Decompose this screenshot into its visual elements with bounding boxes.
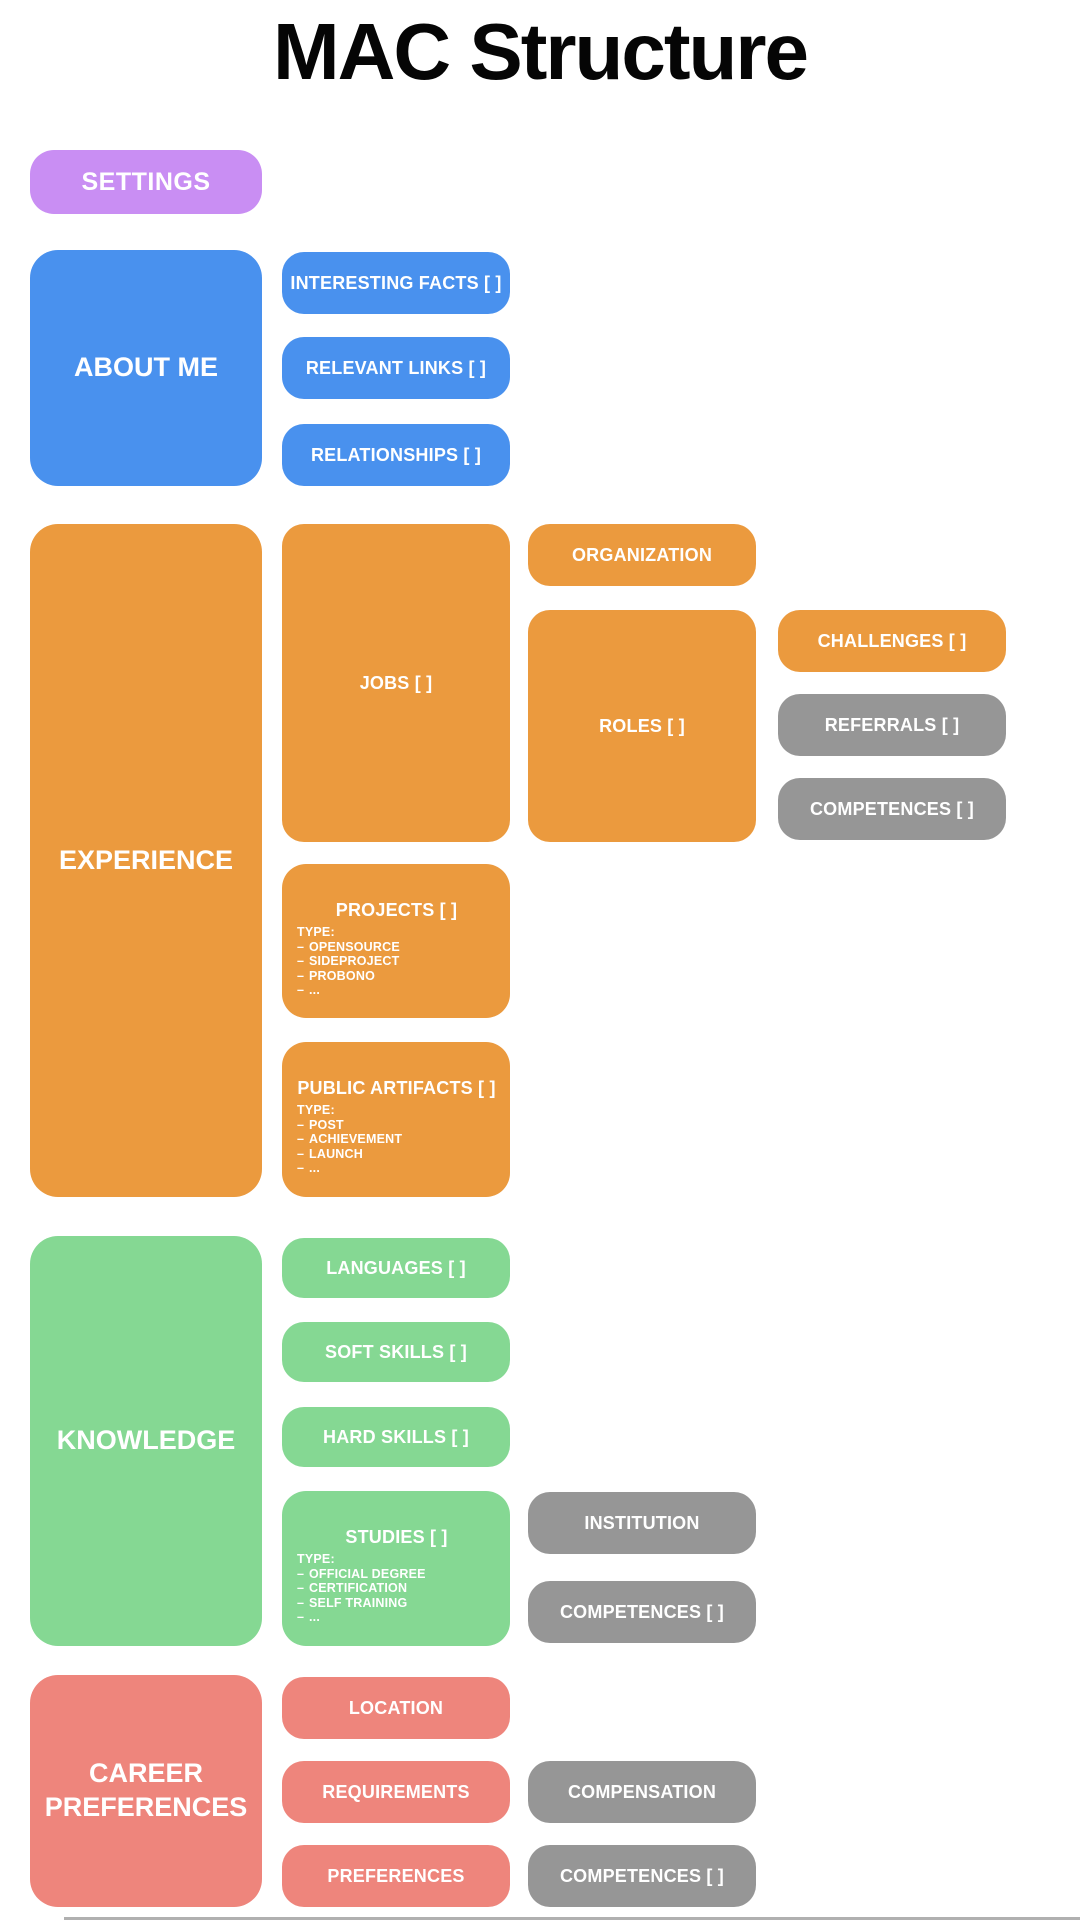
bottom-edge-strip — [64, 1917, 1080, 1920]
block-about-me: ABOUT ME — [30, 250, 262, 486]
type-heading: TYPE: — [297, 1552, 335, 1566]
type-item: –OPENSOURCE — [297, 940, 496, 955]
type-item-label: SIDEPROJECT — [309, 954, 400, 968]
dash: – — [297, 939, 305, 954]
type-item-label: ... — [309, 1161, 321, 1175]
block-settings: SETTINGS — [30, 150, 262, 214]
type-item-label: ... — [309, 983, 321, 997]
type-item-label: LAUNCH — [309, 1146, 363, 1161]
public-artifacts-type-list: TYPE: –POST –ACHIEVEMENT –LAUNCH –... — [297, 1103, 496, 1176]
block-organization: ORGANIZATION — [528, 524, 756, 586]
dash: – — [297, 1566, 305, 1581]
block-interesting-facts: INTERESTING FACTS [ ] — [282, 252, 510, 314]
type-item: –SELF TRAINING — [297, 1596, 496, 1611]
type-item: –... — [297, 1161, 496, 1176]
dash: – — [297, 1132, 305, 1146]
block-experience: EXPERIENCE — [30, 524, 262, 1197]
type-item-label: ... — [309, 1610, 321, 1624]
projects-type-list: TYPE: –OPENSOURCE –SIDEPROJECT –PROBONO … — [297, 925, 496, 998]
block-referrals: REFERRALS [ ] — [778, 694, 1006, 756]
type-item: –LAUNCH — [297, 1147, 496, 1162]
dash: – — [297, 1610, 305, 1624]
type-item-label: SELF TRAINING — [309, 1595, 408, 1610]
dash: – — [297, 1581, 305, 1595]
block-requirements: REQUIREMENTS — [282, 1761, 510, 1823]
block-projects-label: PROJECTS [ ] — [335, 900, 458, 920]
type-item: –OFFICIAL DEGREE — [297, 1567, 496, 1582]
block-jobs: JOBS [ ] — [282, 524, 510, 842]
type-item-label: CERTIFICATION — [309, 1581, 408, 1595]
block-studies-label: STUDIES [ ] — [345, 1527, 448, 1547]
dash: – — [297, 1161, 305, 1175]
block-location: LOCATION — [282, 1677, 510, 1739]
block-competences-career: COMPETENCES [ ] — [528, 1845, 756, 1907]
page-title: MAC Structure — [272, 7, 809, 96]
type-item: –... — [297, 1610, 496, 1625]
type-item: –ACHIEVEMENT — [297, 1132, 496, 1147]
block-languages: LANGUAGES [ ] — [282, 1238, 510, 1298]
type-item: –SIDEPROJECT — [297, 954, 496, 969]
block-competences-experience: COMPETENCES [ ] — [778, 778, 1006, 840]
block-relationships: RELATIONSHIPS [ ] — [282, 424, 510, 486]
block-soft-skills: SOFT SKILLS [ ] — [282, 1322, 510, 1382]
block-public-artifacts-label: PUBLIC ARTIFACTS [ ] — [297, 1078, 496, 1098]
type-item: –CERTIFICATION — [297, 1581, 496, 1596]
dash: – — [297, 954, 305, 968]
type-item: –... — [297, 983, 496, 998]
type-item: –POST — [297, 1118, 496, 1133]
block-relevant-links: RELEVANT LINKS [ ] — [282, 337, 510, 399]
type-item-label: OPENSOURCE — [309, 939, 400, 954]
block-challenges: CHALLENGES [ ] — [778, 610, 1006, 672]
dash: – — [297, 1117, 305, 1132]
block-institution: INSTITUTION — [528, 1492, 756, 1554]
block-public-artifacts: PUBLIC ARTIFACTS [ ] TYPE: –POST –ACHIEV… — [282, 1042, 510, 1197]
dash: – — [297, 1595, 305, 1610]
block-knowledge: KNOWLEDGE — [30, 1236, 262, 1646]
block-studies: STUDIES [ ] TYPE: –OFFICIAL DEGREE –CERT… — [282, 1491, 510, 1646]
block-hard-skills: HARD SKILLS [ ] — [282, 1407, 510, 1467]
dash: – — [297, 968, 305, 983]
block-competences-studies: COMPETENCES [ ] — [528, 1581, 756, 1643]
block-projects: PROJECTS [ ] TYPE: –OPENSOURCE –SIDEPROJ… — [282, 864, 510, 1018]
block-roles: ROLES [ ] — [528, 610, 756, 842]
type-heading: TYPE: — [297, 925, 335, 939]
block-compensation: COMPENSATION — [528, 1761, 756, 1823]
type-item-label: PROBONO — [309, 968, 375, 983]
type-item-label: OFFICIAL DEGREE — [309, 1566, 426, 1581]
type-heading: TYPE: — [297, 1103, 335, 1117]
dash: – — [297, 983, 305, 997]
block-preferences: PREFERENCES — [282, 1845, 510, 1907]
studies-type-list: TYPE: –OFFICIAL DEGREE –CERTIFICATION –S… — [297, 1552, 496, 1625]
block-career-preferences: CAREER PREFERENCES — [30, 1675, 262, 1907]
type-item: –PROBONO — [297, 969, 496, 984]
type-item-label: POST — [309, 1117, 344, 1132]
dash: – — [297, 1146, 305, 1161]
type-item-label: ACHIEVEMENT — [309, 1132, 403, 1146]
